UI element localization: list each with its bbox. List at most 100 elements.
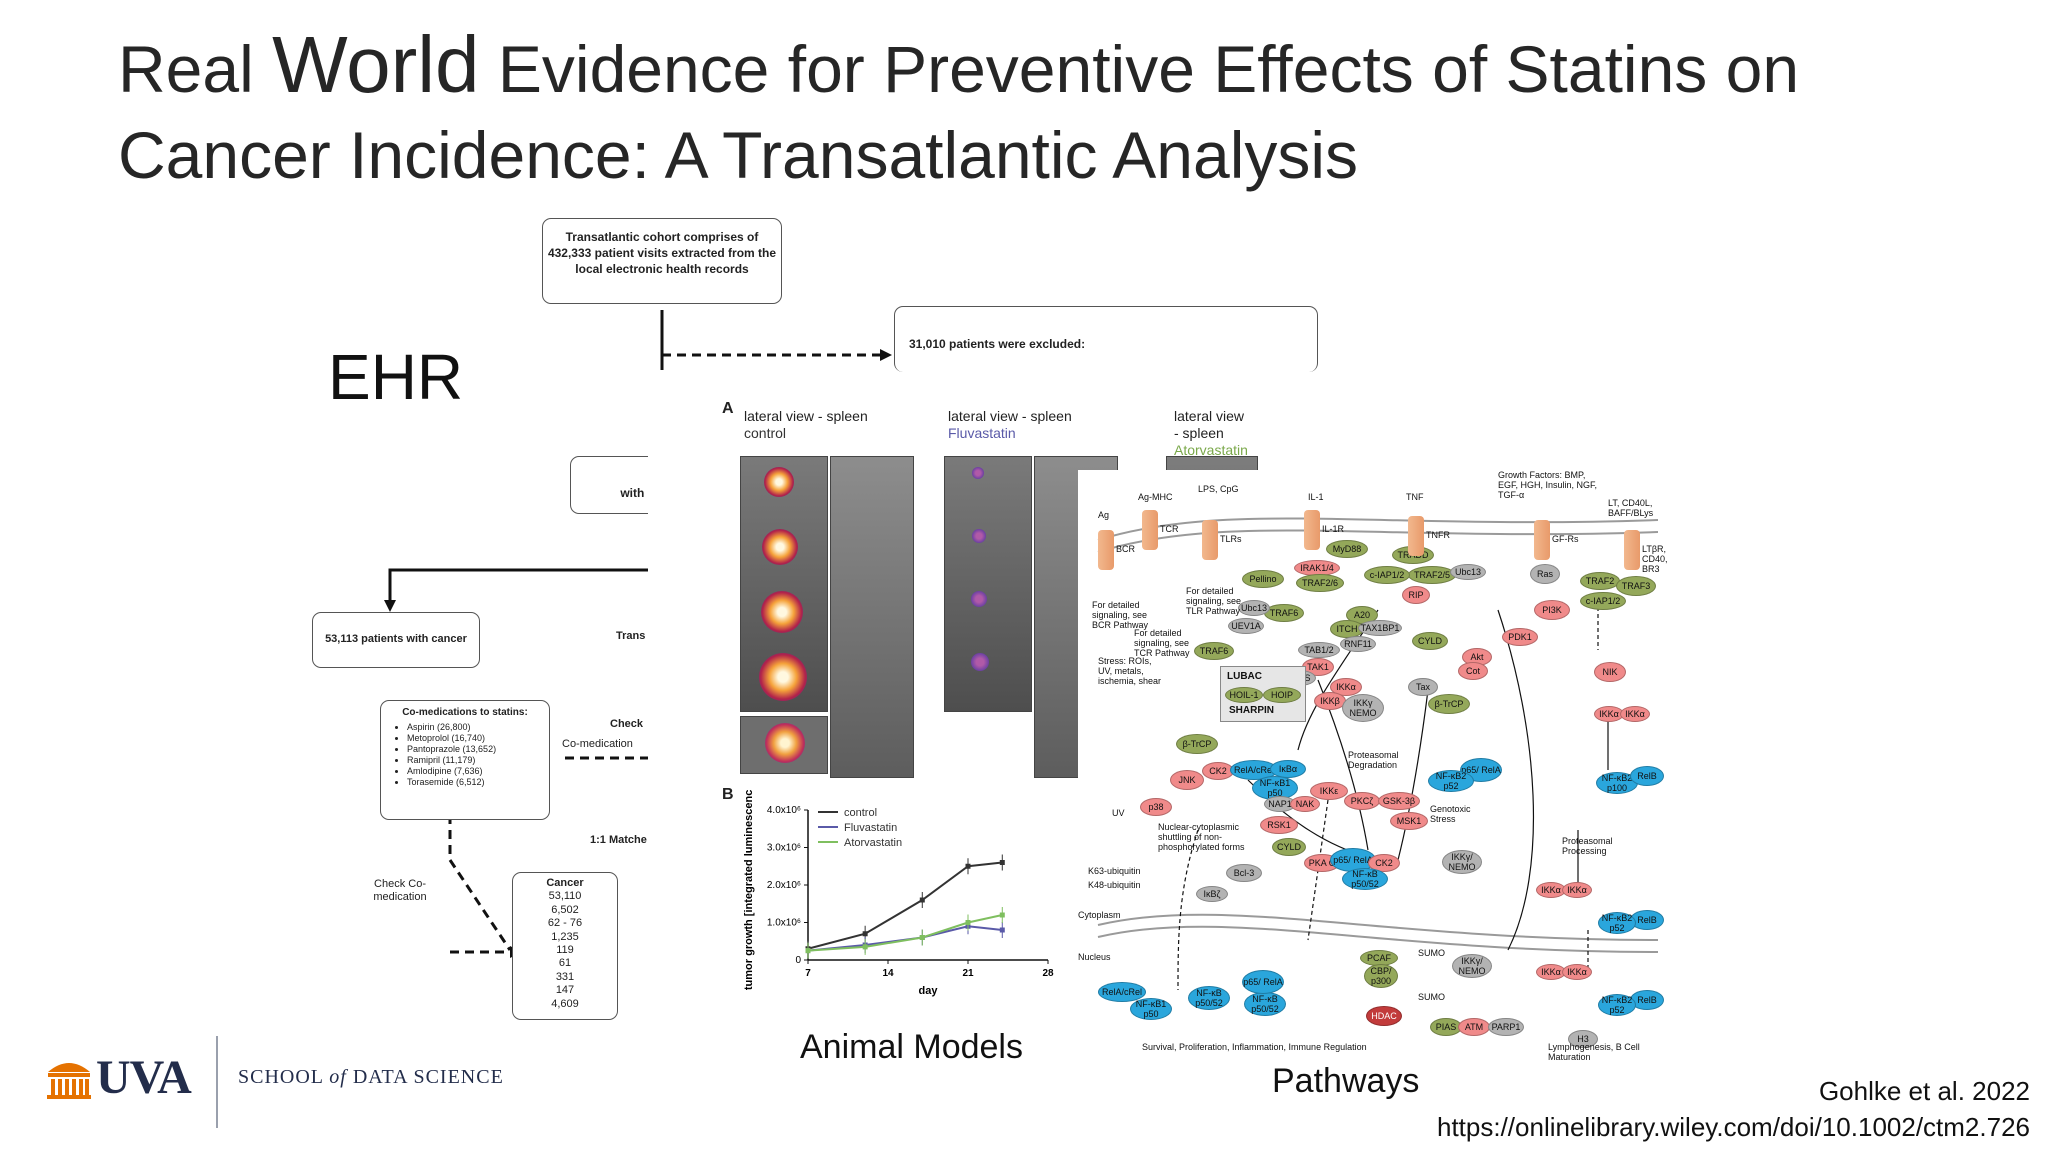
receptor-label-tlrs: TLRs xyxy=(1220,534,1242,544)
pathway-node-tab12: TAB1/2 xyxy=(1298,642,1340,658)
receptor-label-bcr: BCR xyxy=(1116,544,1136,554)
pathway-node-traf6b: TRAF6 xyxy=(1194,642,1234,660)
doi-link[interactable]: https://onlinelibrary.wiley.com/doi/10.1… xyxy=(1436,1112,2030,1142)
x-tick-label: 7 xyxy=(805,968,811,979)
column-view-label: lateral view - spleen xyxy=(1174,408,1245,441)
y-tick-label: 4.0x10⁶ xyxy=(767,805,801,816)
pathway-text-k48: K48-ubiquitin xyxy=(1088,880,1141,890)
receptor-tlrs xyxy=(1202,520,1218,560)
citation: Gohlke et al. 2022 xyxy=(1818,1076,2030,1106)
comed-list: Aspirin (26,800)Metoprolol (16,740)Panto… xyxy=(385,722,545,788)
y-tick-label: 2.0x10⁶ xyxy=(767,880,801,891)
school-suffix: DATA SCIENCE xyxy=(346,1066,504,1088)
pathway-node-h3: H3 xyxy=(1568,1030,1598,1048)
pathway-text-tcr_signal: For detailed signaling, see TCR Pathway xyxy=(1134,628,1190,658)
luminescence-spot xyxy=(759,653,807,701)
pathway-node-cyld2: CYLD xyxy=(1272,838,1306,856)
pathway-node-ubc13: Ubc13 xyxy=(1450,564,1486,580)
pathway-node-nfkb1: NF-κB1 p50 xyxy=(1252,776,1298,800)
cancer-value: 1,235 xyxy=(551,930,579,943)
comed-count: (26,800) xyxy=(437,722,471,732)
pathway-text-sumo: SUMO xyxy=(1418,948,1445,958)
mouse-image xyxy=(830,456,914,778)
rotunda-icon xyxy=(47,1063,91,1099)
x-axis-label: day xyxy=(919,985,939,997)
pathway-node-jnk: JNK xyxy=(1170,770,1204,790)
pathway-node-ikkgnemo2: IKKγ/ NEMO xyxy=(1452,954,1492,978)
luminescence-spot xyxy=(760,591,803,633)
pathway-text-stress: Stress: ROIs, UV, metals, ischemia, shea… xyxy=(1098,656,1162,686)
cancer-value: 331 xyxy=(555,970,575,983)
school-prefix: SCHOOL xyxy=(238,1066,330,1088)
flow-match-label: 1:1 Matche xyxy=(590,834,647,846)
series-line-fluvastatin xyxy=(807,925,1003,952)
y-tick-label: 3.0x10⁶ xyxy=(767,843,801,854)
receptor-gfrs xyxy=(1534,520,1550,560)
pathway-text-sumo2: SUMO xyxy=(1418,992,1445,1002)
comed-title: Co-medications to statins: xyxy=(402,707,528,718)
receptor-label-il1r: IL-1R xyxy=(1322,524,1345,534)
lubac-sharpin: SHARPIN xyxy=(1229,705,1275,716)
flow-excluded-text: 31,010 patients were excluded: xyxy=(909,337,1086,351)
pathway-figure: TRADDTRAF2/5c-IAP1/2RIPUbc13RasPI3KPDK1A… xyxy=(1078,470,1668,1062)
pathways-label: Pathways xyxy=(1272,1062,1420,1100)
receptor-label-tnfr: TNFR xyxy=(1426,530,1450,540)
cancer-value: 4,609 xyxy=(551,997,579,1010)
pathway-text-processing: Proteasomal Processing xyxy=(1562,836,1613,856)
pathway-node-rsk1: RSK1 xyxy=(1260,816,1298,834)
x-tick-label: 28 xyxy=(1042,968,1054,979)
pathway-text-ag: Ag xyxy=(1098,510,1110,520)
column-view-label: lateral view - spleen xyxy=(744,408,868,424)
cancer-value: 6,502 xyxy=(551,903,579,916)
comed-item: Amlodipine (7,636) xyxy=(407,766,545,777)
pathway-node-cyld: CYLD xyxy=(1412,632,1448,650)
pathway-node-traf25a: TRAF2/5 xyxy=(1408,566,1456,584)
receptor-bcr xyxy=(1098,530,1114,570)
flow-check-label: Check xyxy=(610,718,644,730)
flow-comed-arrow-label: Co-medication xyxy=(562,738,633,750)
pathway-node-rip: RIP xyxy=(1402,586,1430,604)
pathway-text-bottom2: Lymphogenesis, B Cell Maturation xyxy=(1548,1042,1640,1062)
pathway-text-lt: LT, CD40L, BAFF/BLys xyxy=(1608,498,1654,518)
cancer-value: 119 xyxy=(556,944,574,957)
pathway-text-il1: IL-1 xyxy=(1308,492,1324,502)
pathway-node-relb2: RelB xyxy=(1630,910,1664,930)
uva-logo: UVA SCHOOL of DATA SCIENCE xyxy=(44,1036,524,1128)
pathway-node-nemo: IKKγ NEMO xyxy=(1342,694,1384,722)
receptor-tnfr xyxy=(1408,516,1424,556)
pathway-node-btrcp1: β-TrCP xyxy=(1428,694,1470,714)
mouse-image xyxy=(740,456,828,712)
pathway-node-ikka5: IKKα xyxy=(1562,882,1592,898)
pathway-text-cytoplasm: Cytoplasm xyxy=(1078,910,1121,920)
pathway-node-cbp: CBP/ p300 xyxy=(1364,964,1398,988)
legend-label: control xyxy=(844,807,877,819)
pathway-node-nfkb3: NF-κB p50/52 xyxy=(1244,992,1286,1016)
pathway-text-tlr_signal: For detailed signaling, see TLR Pathway xyxy=(1186,586,1242,616)
luminescence-spot xyxy=(970,653,989,671)
pathway-node-ck2b: CK2 xyxy=(1368,854,1400,872)
pathway-node-ikkeps: IKKε xyxy=(1310,782,1348,800)
cancer-col-header: Cancer xyxy=(546,877,584,889)
y-tick-label: 0 xyxy=(795,955,801,966)
x-tick-label: 14 xyxy=(882,968,894,979)
pathway-node-nfkb1b: NF-κB1 p50 xyxy=(1130,998,1172,1020)
column-group-label: Fluvastatin xyxy=(948,425,1016,441)
pathway-node-ikbz: IκBζ xyxy=(1196,886,1228,902)
panel-b-letter: B xyxy=(722,786,734,803)
series-line-control xyxy=(807,861,1003,950)
pathway-node-ubc13b: Ubc13 xyxy=(1238,600,1270,616)
lubac-lubac: LUBAC xyxy=(1227,671,1262,682)
pathway-node-ras: Ras xyxy=(1530,564,1560,584)
pathway-node-msk1: MSK1 xyxy=(1390,812,1428,830)
comed-count: (6,512) xyxy=(456,777,485,787)
luminescence-spot xyxy=(762,529,798,565)
legend-label: Fluvastatin xyxy=(844,822,897,834)
comed-name: Amlodipine xyxy=(407,766,455,776)
pathway-node-akt: Akt xyxy=(1462,648,1492,666)
pathway-node-rnf11: RNF11 xyxy=(1340,636,1376,652)
panel-a-letter: A xyxy=(722,400,734,417)
